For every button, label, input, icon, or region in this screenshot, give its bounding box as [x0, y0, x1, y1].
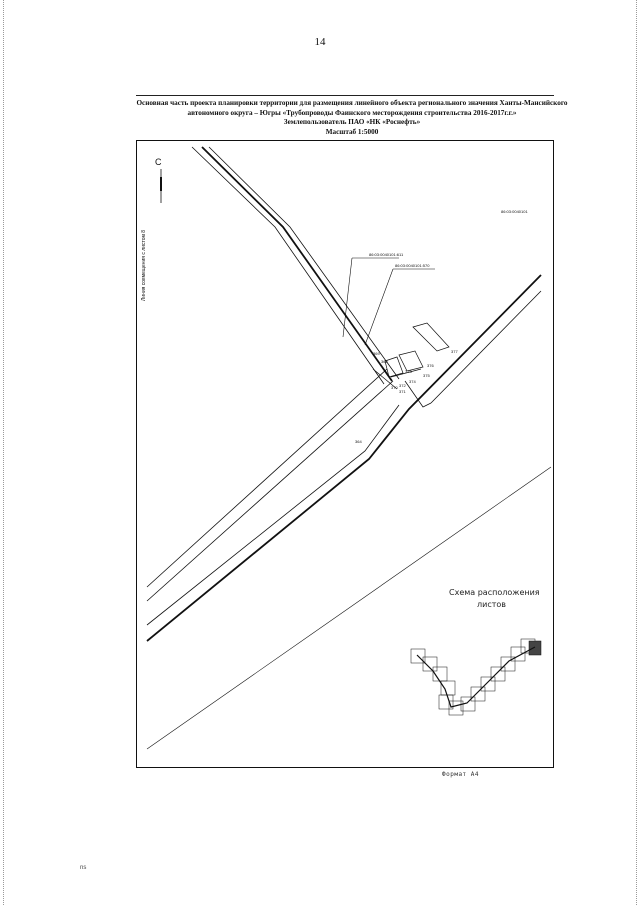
- point-label: 374: [409, 379, 416, 384]
- title-line-4: Масштаб 1:5000: [325, 127, 379, 136]
- footer-mark: ns: [80, 865, 87, 871]
- scan-edge-right: [636, 0, 638, 905]
- upper-corridor: [191, 146, 400, 385]
- point-label: 369: [373, 351, 380, 356]
- point-label: 371: [399, 389, 406, 394]
- current-sheet-marker: [528, 640, 542, 656]
- north-label: С: [155, 157, 162, 167]
- title-line-1: Основная часть проекта планировки террит…: [136, 99, 568, 107]
- title-line-3: Землепользователь ПАО «НК «Роснефть»: [283, 118, 421, 127]
- scan-edge-left: [3, 0, 5, 905]
- point-label: 364: [355, 439, 362, 444]
- cadastral-label-611: 86:03:0040101:611: [369, 252, 404, 257]
- point-label: 372: [399, 383, 406, 388]
- sheet-layout-scheme: Схема расположения листов: [410, 588, 542, 716]
- cadastral-label-block: 86:03:0040101: [501, 209, 528, 214]
- title-line-2: автономного округа – Югры «Трубопроводы …: [187, 108, 517, 117]
- map-sheet: С Линия совмещения с листом 8: [136, 140, 554, 768]
- point-label: 375: [423, 373, 430, 378]
- title-top-rule: [136, 95, 554, 96]
- scheme-title-line-2: листов: [477, 600, 506, 609]
- point-label: 370: [391, 385, 398, 390]
- point-label: 376: [427, 363, 434, 368]
- page-number: 14: [314, 36, 326, 48]
- point-label: 377: [451, 349, 458, 354]
- point-label: 368: [381, 359, 388, 364]
- north-arrow: С: [155, 157, 162, 203]
- boundary-line: [146, 466, 552, 750]
- junction-detail: [372, 322, 450, 390]
- match-line-label: Линия совмещения с листом 8: [141, 230, 147, 301]
- label-leaders: [342, 257, 435, 346]
- map-drawing: С Линия совмещения с листом 8: [141, 146, 552, 750]
- document-title: Основная часть проекта планировки террит…: [136, 99, 568, 137]
- format-label: Формат А4: [442, 771, 480, 778]
- scheme-title-line-1: Схема расположения: [449, 588, 540, 597]
- main-corridor: [146, 274, 542, 642]
- cadastral-label-570: 86:03:0040101:570: [395, 263, 430, 268]
- point-label: 373: [405, 369, 412, 374]
